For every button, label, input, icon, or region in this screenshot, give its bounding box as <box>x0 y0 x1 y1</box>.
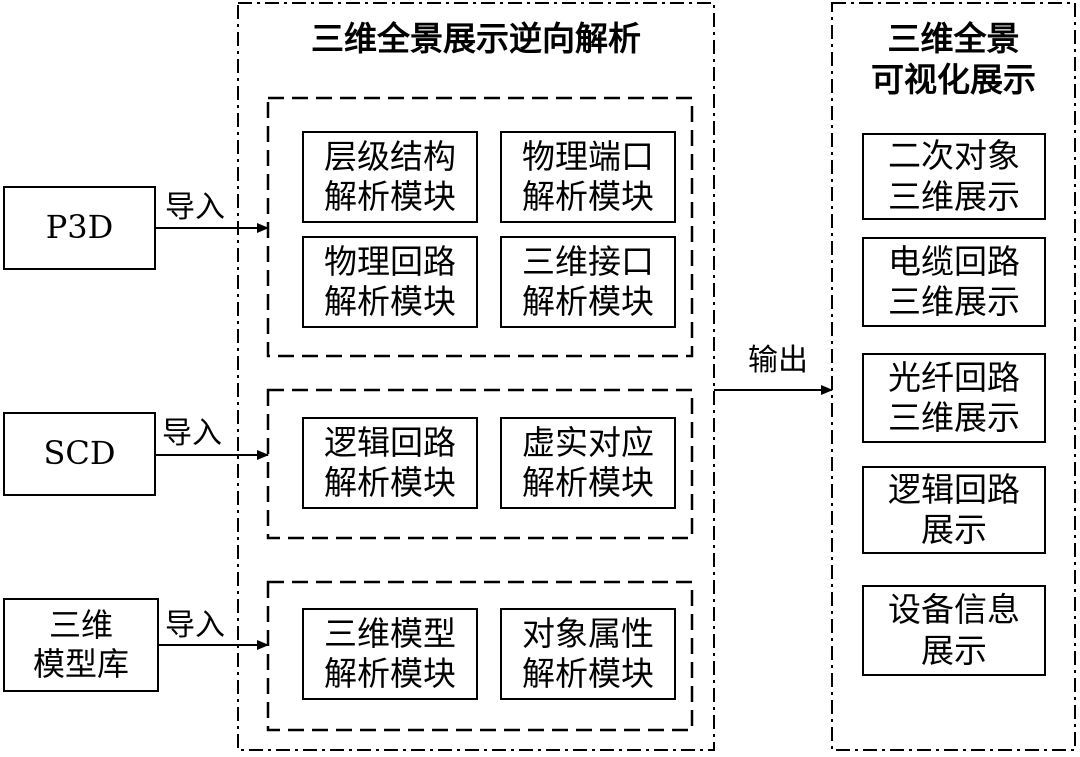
module-3d-interface-parse: 三维接口 解析模块 <box>500 236 676 328</box>
module-line: 虚实对应 <box>522 422 654 462</box>
module-line: 解析模块 <box>522 654 654 693</box>
module-virtual-real-parse: 虚实对应 解析模块 <box>500 417 676 509</box>
module-logic-loop-parse: 逻辑回路 解析模块 <box>302 417 478 509</box>
output-cable-loop-3d: 电缆回路 三维展示 <box>862 237 1046 327</box>
input-p3d-text: P3D <box>45 208 114 247</box>
module-hierarchy-parse: 层级结构 解析模块 <box>302 131 478 223</box>
module-line: 物理端口 <box>522 136 654 176</box>
input-model-library: 三维 模型库 <box>3 598 159 692</box>
module-physical-loop-parse: 物理回路 解析模块 <box>302 236 478 328</box>
output-fiber-loop-3d: 光纤回路 三维展示 <box>862 353 1046 443</box>
output-secondary-object-3d: 二次对象 三维展示 <box>862 133 1046 220</box>
module-physical-port-parse: 物理端口 解析模块 <box>500 131 676 223</box>
output-line: 三维展示 <box>888 282 1020 321</box>
parse-panel-title: 三维全景展示逆向解析 <box>311 19 641 58</box>
input-model-library-line-1: 三维 <box>48 605 113 644</box>
output-line: 展示 <box>921 510 987 549</box>
module-line: 三维模型 <box>324 613 456 653</box>
input-p3d: P3D <box>3 186 156 270</box>
display-title-line-1: 三维全景 <box>887 19 1020 58</box>
output-device-info: 设备信息 展示 <box>862 585 1046 676</box>
module-3d-model-parse: 三维模型 解析模块 <box>302 608 478 700</box>
output-line: 电缆回路 <box>888 241 1020 281</box>
module-line: 物理回路 <box>324 241 456 281</box>
module-object-attribute-parse: 对象属性 解析模块 <box>500 608 676 700</box>
group-3-border <box>266 580 694 732</box>
module-line: 解析模块 <box>522 463 654 502</box>
output-line: 设备信息 <box>888 590 1020 630</box>
input-scd: SCD <box>3 412 156 496</box>
display-title-line-2: 可视化展示 <box>871 60 1036 100</box>
module-line: 解析模块 <box>324 654 456 693</box>
group-2-border <box>266 388 694 540</box>
output-line: 光纤回路 <box>888 357 1020 397</box>
input-model-library-line-2: 模型库 <box>32 645 129 683</box>
output-logic-loop: 逻辑回路 展示 <box>862 466 1046 554</box>
output-label: 输出 <box>748 343 808 378</box>
output-line: 三维展示 <box>888 398 1020 437</box>
output-line: 展示 <box>921 630 987 670</box>
module-line: 解析模块 <box>324 177 456 216</box>
input-scd-text: SCD <box>43 434 116 473</box>
output-line: 二次对象 <box>888 136 1020 176</box>
display-panel-title: 三维全景 可视化展示 <box>834 18 1073 101</box>
import-label-p3d: 导入 <box>165 190 225 225</box>
output-line: 逻辑回路 <box>888 469 1020 509</box>
display-panel-border <box>831 2 1076 751</box>
module-line: 层级结构 <box>324 136 456 176</box>
import-label-scd: 导入 <box>162 416 222 451</box>
parse-panel-border <box>237 2 715 751</box>
module-line: 逻辑回路 <box>324 422 456 462</box>
import-label-model-library: 导入 <box>165 608 225 643</box>
module-line: 对象属性 <box>522 613 654 653</box>
output-line: 三维展示 <box>888 176 1020 216</box>
module-line: 解析模块 <box>522 282 654 321</box>
module-line: 解析模块 <box>324 463 456 502</box>
module-line: 解析模块 <box>324 282 456 321</box>
module-line: 三维接口 <box>522 241 654 281</box>
module-line: 解析模块 <box>522 177 654 216</box>
